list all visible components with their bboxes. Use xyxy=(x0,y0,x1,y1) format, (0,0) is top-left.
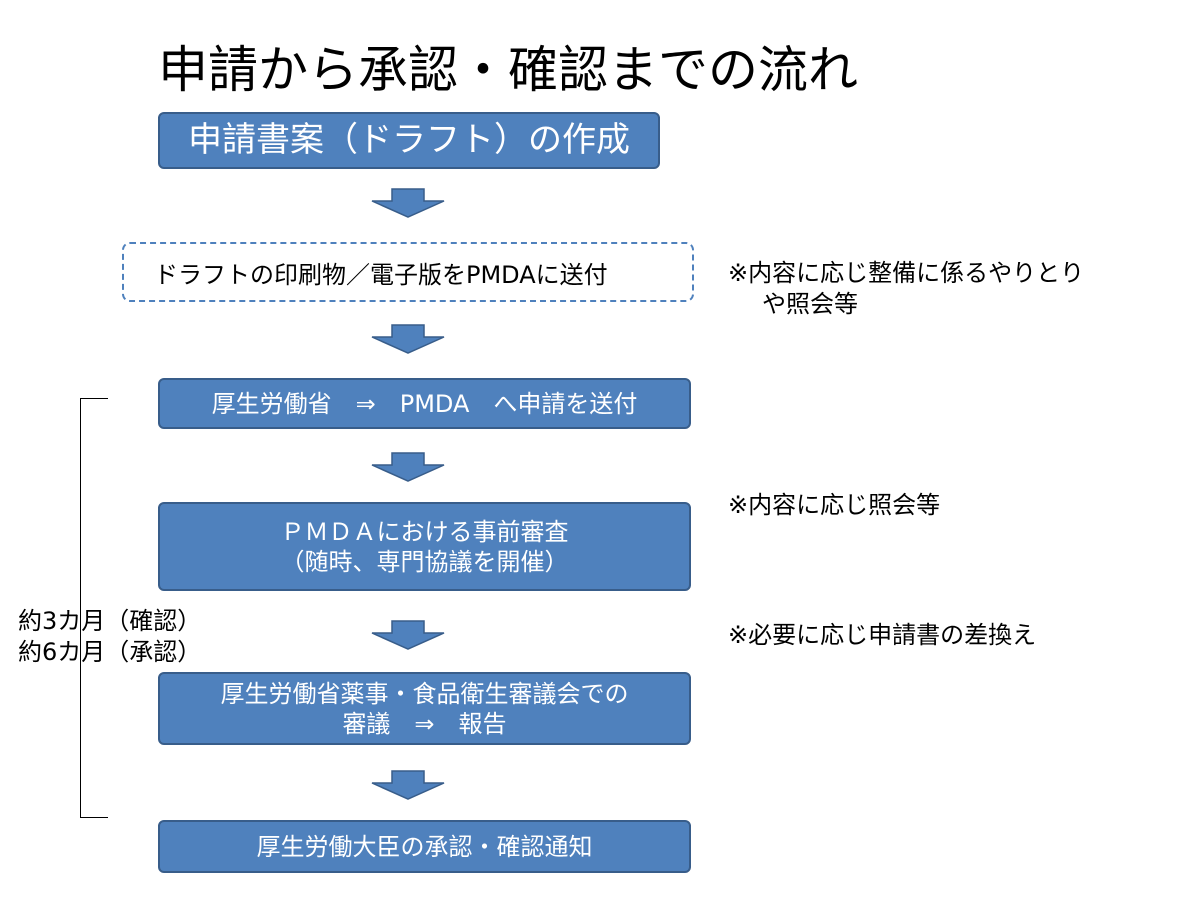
note-review: ※内容に応じ照会等 xyxy=(728,491,941,519)
step-text: （随時、専門協議を開催） xyxy=(280,547,569,576)
down-arrow-icon xyxy=(371,452,445,482)
step-text: 厚生労働大臣の承認・確認通知 xyxy=(256,832,593,861)
down-arrow-icon xyxy=(371,770,445,800)
step-council-deliberation: 厚生労働省薬事・食品衛生審議会での審議 ⇒ 報告 xyxy=(158,672,691,745)
step-draft-creation: 申請書案（ドラフト）の作成 xyxy=(158,112,660,169)
duration-approve: 約6カ月（承認） xyxy=(18,638,202,667)
duration-confirm: 約3カ月（確認） xyxy=(18,607,202,635)
duration-bracket xyxy=(80,398,108,818)
note-line: や照会等 xyxy=(738,290,858,319)
step-pmda-review: ＰＭＤＡにおける事前審査（随時、専門協議を開催） xyxy=(158,502,691,591)
down-arrow-icon xyxy=(371,188,445,218)
duration-label: 約3カ月（確認） 約6カ月（承認） xyxy=(18,606,201,668)
note-line: ※内容に応じ整備に係るやりとり xyxy=(728,259,1085,287)
step-application-send: 厚生労働省 ⇒ PMDA へ申請を送付 xyxy=(158,378,691,429)
step-approval-notice: 厚生労働大臣の承認・確認通知 xyxy=(158,820,691,873)
down-arrow-icon xyxy=(371,324,445,354)
step-draft-submission: ドラフトの印刷物／電子版をPMDAに送付 xyxy=(122,242,694,302)
note-replacement: ※必要に応じ申請書の差換え xyxy=(728,621,1037,649)
step-text: ＰＭＤＡにおける事前審査 xyxy=(280,517,569,546)
down-arrow-icon xyxy=(371,620,445,650)
slide-title: 申請から承認・確認までの流れ xyxy=(158,41,858,99)
step-text: 厚生労働省 ⇒ PMDA へ申請を送付 xyxy=(211,389,638,418)
step-text: ドラフトの印刷物／電子版をPMDAに送付 xyxy=(154,260,608,289)
step-text: 申請書案（ドラフト）の作成 xyxy=(188,120,630,161)
step-text: 厚生労働省薬事・食品衛生審議会での xyxy=(220,679,629,708)
note-draft: ※内容に応じ整備に係るやりとり や照会等 xyxy=(728,258,1128,320)
step-text: 審議 ⇒ 報告 xyxy=(342,709,507,738)
